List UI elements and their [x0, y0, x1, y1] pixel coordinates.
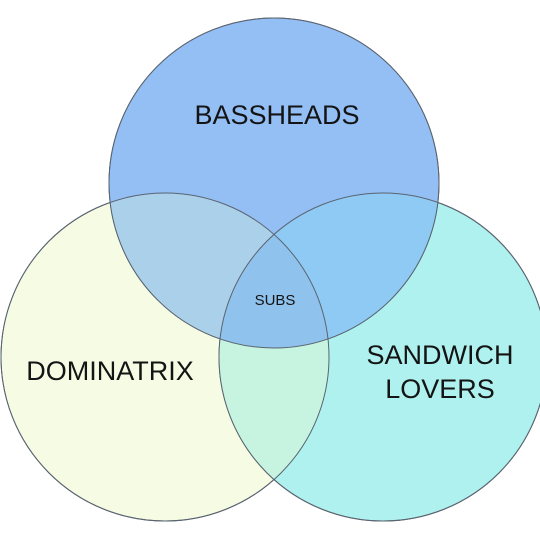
sandwich-lovers-label-line-2: LOVERS: [385, 374, 495, 404]
bassheads-outline: [108, 17, 440, 349]
bassheads-label: BASSHEADS: [194, 100, 359, 130]
triple-overlap: [219, 193, 329, 348]
dominatrix-label: DOMINATRIX: [26, 356, 194, 386]
dominatrix-outline: [0, 192, 330, 522]
sandwich-lovers-outline: [218, 192, 540, 522]
sandwich-lovers-label-line-1: SANDWICH: [367, 340, 514, 370]
subs-label: SUBS: [255, 292, 296, 309]
